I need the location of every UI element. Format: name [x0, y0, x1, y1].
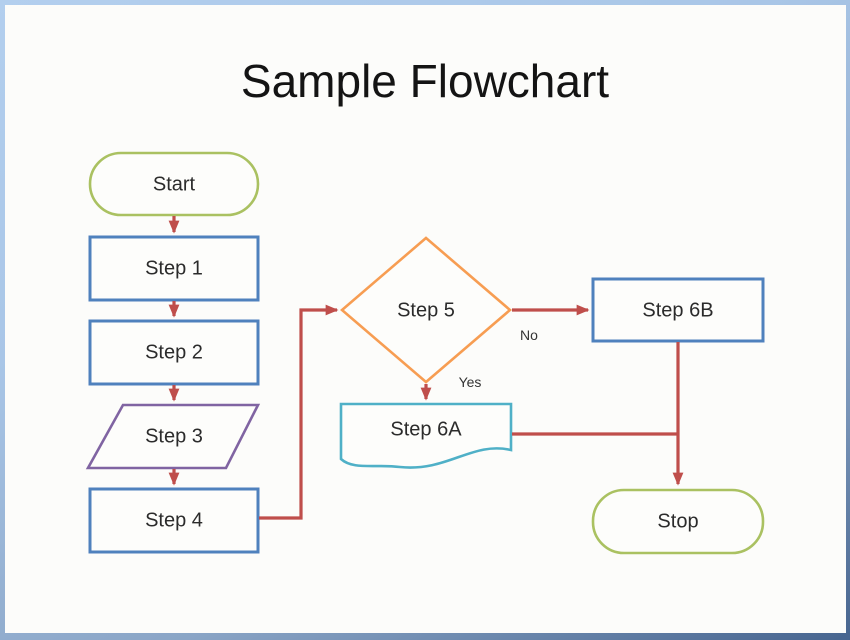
node-step5-diamond — [340, 236, 512, 384]
node-start-terminator — [88, 151, 260, 217]
edge-step4-step5 — [259, 304, 339, 520]
edge-label-no: No — [520, 327, 538, 343]
node-label-step6a: Step 6A — [390, 418, 462, 441]
node-label-start: Start — [152, 173, 196, 196]
node-label-step5: Step 5 — [397, 299, 455, 322]
edge-label-yes: Yes — [458, 374, 482, 390]
node-step2-process — [88, 319, 260, 386]
page-title: Sample Flowchart — [240, 55, 610, 107]
node-label-step1: Step 1 — [145, 257, 203, 280]
node-label-stop: Stop — [657, 510, 699, 533]
node-step4-process — [88, 487, 260, 554]
node-step6b-process — [591, 277, 765, 343]
node-label-step6b: Step 6B — [642, 299, 714, 322]
node-step1-process — [88, 235, 260, 302]
node-stop-terminator — [591, 488, 765, 555]
node-label-step2: Step 2 — [145, 341, 203, 364]
node-label-step4: Step 4 — [145, 509, 203, 532]
node-step3-parallelogram — [85, 403, 261, 470]
node-step6a-document — [339, 402, 513, 469]
node-label-step3: Step 3 — [145, 425, 203, 448]
